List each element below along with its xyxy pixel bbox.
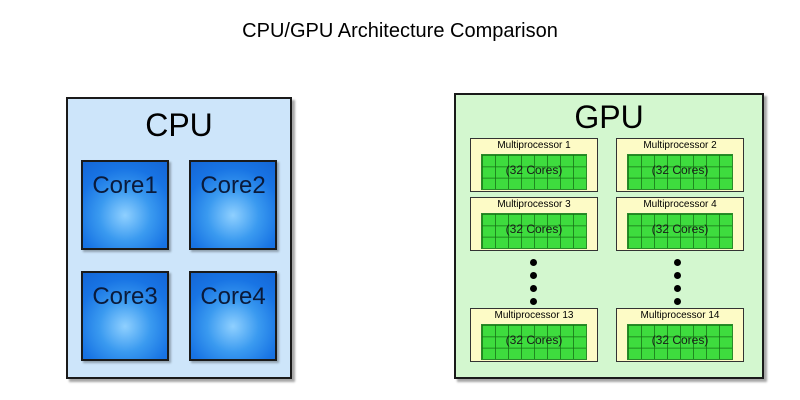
multiprocessor-3: Multiprocessor 3 (32 Cores) [470, 197, 598, 251]
core-grid: (32 Cores) [627, 324, 733, 360]
dot [674, 285, 681, 292]
multiprocessor-4: Multiprocessor 4 (32 Cores) [616, 197, 744, 251]
core-count: (32 Cores) [505, 222, 563, 236]
cpu-core-4: Core4 [189, 271, 277, 361]
core-grid: (32 Cores) [627, 154, 733, 190]
core-label: Core4 [200, 283, 266, 310]
gpu-block: GPU Multiprocessor 1 (32 Cores) Multipro… [454, 93, 764, 379]
dot [530, 285, 537, 292]
multiprocessor-label: Multiprocessor 13 [494, 310, 574, 321]
core-count: (32 Cores) [651, 333, 709, 347]
core-grid: (32 Cores) [481, 154, 587, 190]
cpu-block: CPU Core1 Core2 Core3 Core4 [66, 97, 292, 379]
dot [530, 298, 537, 305]
core-grid: (32 Cores) [481, 213, 587, 249]
dot [674, 259, 681, 266]
multiprocessor-label: Multiprocessor 2 [643, 140, 717, 151]
core-label: Core1 [92, 172, 158, 199]
dot [674, 298, 681, 305]
core-grid: (32 Cores) [481, 324, 587, 360]
multiprocessor-label: Multiprocessor 14 [640, 310, 720, 321]
core-label: Core3 [92, 283, 158, 310]
ellipsis-right [674, 259, 682, 307]
core-count: (32 Cores) [651, 163, 709, 177]
dot [674, 272, 681, 279]
core-grid: (32 Cores) [627, 213, 733, 249]
gpu-label: GPU [574, 99, 644, 135]
core-count: (32 Cores) [505, 163, 563, 177]
core-count: (32 Cores) [651, 222, 709, 236]
cpu-core-1: Core1 [81, 160, 169, 250]
multiprocessor-label: Multiprocessor 4 [643, 199, 717, 210]
cpu-core-3: Core3 [81, 271, 169, 361]
multiprocessor-13: Multiprocessor 13 (32 Cores) [470, 308, 598, 362]
dot [530, 272, 537, 279]
core-count: (32 Cores) [505, 333, 563, 347]
diagram-title: CPU/GPU Architecture Comparison [242, 20, 558, 42]
multiprocessor-2: Multiprocessor 2 (32 Cores) [616, 138, 744, 192]
multiprocessor-label: Multiprocessor 1 [497, 140, 571, 151]
multiprocessor-14: Multiprocessor 14 (32 Cores) [616, 308, 744, 362]
dot [530, 259, 537, 266]
ellipsis-left [530, 259, 538, 307]
core-label: Core2 [200, 172, 266, 199]
cpu-label: CPU [145, 107, 213, 143]
multiprocessor-label: Multiprocessor 3 [497, 199, 571, 210]
multiprocessor-1: Multiprocessor 1 (32 Cores) [470, 138, 598, 192]
cpu-core-2: Core2 [189, 160, 277, 250]
